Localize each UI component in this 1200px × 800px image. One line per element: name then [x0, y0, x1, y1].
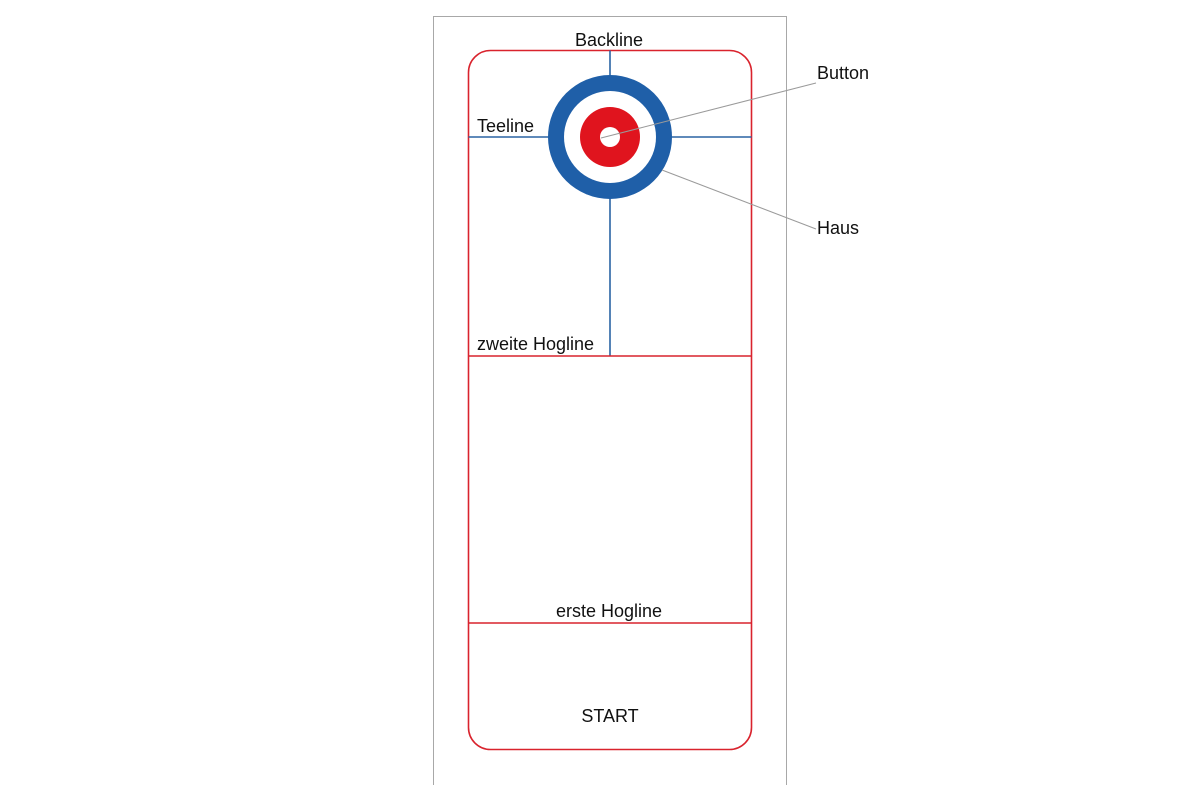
haus-label: Haus [817, 218, 859, 238]
first-hogline-label: erste Hogline [556, 601, 662, 621]
frame-border [433, 16, 787, 785]
teeline-label: Teeline [477, 116, 534, 136]
button-circle [600, 127, 620, 147]
backline-label: Backline [575, 30, 643, 50]
haus-callout-line [661, 169, 817, 230]
button-label: Button [817, 63, 869, 83]
start-label: START [581, 706, 638, 726]
second-hogline-label: zweite Hogline [477, 334, 594, 354]
button-callout-line [600, 82, 817, 139]
